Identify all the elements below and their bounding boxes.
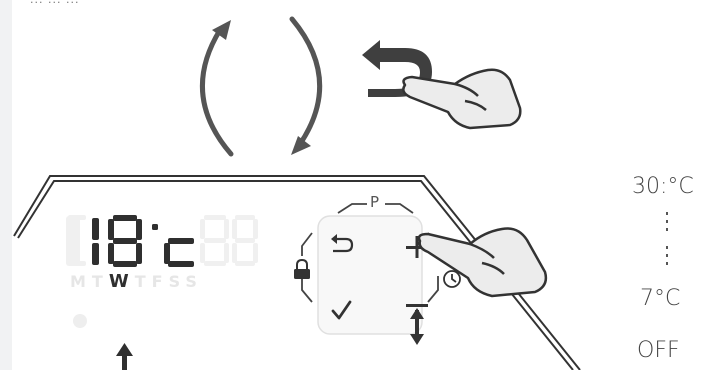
lock-icon <box>294 258 310 279</box>
day-s: S <box>168 272 186 291</box>
day-m: M <box>70 272 92 291</box>
temperature-display <box>92 215 194 267</box>
off-label: OFF <box>637 338 680 363</box>
clock-icon <box>443 270 461 288</box>
moon-icon <box>118 309 130 333</box>
rotate-arrows-icon <box>199 16 323 157</box>
cropped-top-text: ... ... ... <box>30 0 79 6</box>
program-label: P <box>370 193 380 211</box>
day-s2: S <box>185 272 203 291</box>
plus-icon[interactable] <box>406 236 428 258</box>
up-arrow-icon <box>116 343 133 370</box>
back-arrow-icon <box>362 40 432 97</box>
back-arrow-key-icon[interactable] <box>331 234 354 253</box>
max-temperature-label: 30:°C <box>632 174 694 199</box>
scale-dots <box>666 212 668 265</box>
minus-icon[interactable] <box>406 304 428 345</box>
ghost-digits-right <box>66 215 258 266</box>
day-f: F <box>151 272 169 291</box>
pointing-hand-icon-2 <box>417 227 548 298</box>
day-t: T <box>91 272 109 291</box>
check-icon[interactable] <box>331 300 352 320</box>
weekday-row: MTWTFSS <box>70 271 203 292</box>
left-margin-strip <box>0 0 12 370</box>
sun-icon <box>73 314 87 328</box>
pointing-hand-icon <box>402 68 522 130</box>
day-t2: T <box>134 272 152 291</box>
day-w-active: W <box>108 271 135 292</box>
min-temperature-label: 7°C <box>640 286 681 311</box>
